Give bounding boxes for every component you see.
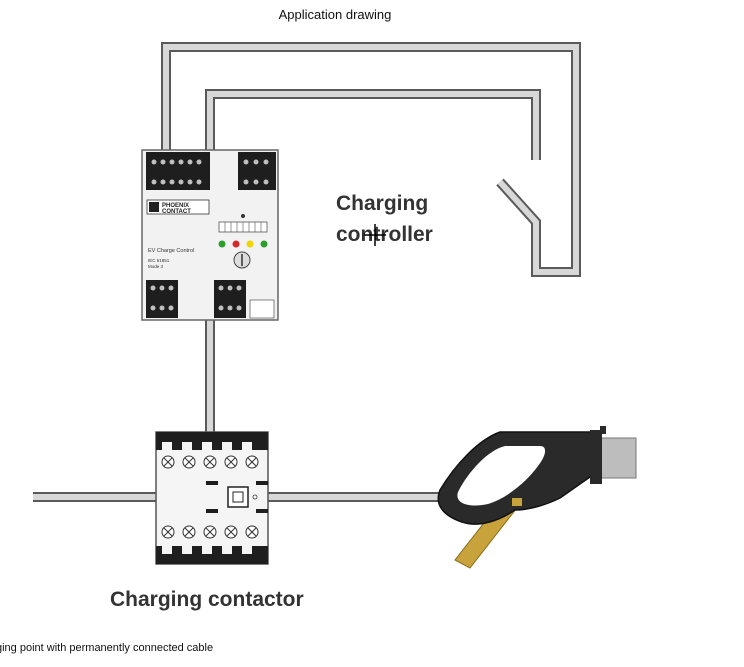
terminal-slot (249, 299, 275, 319)
device-mode: Mode 3 (148, 264, 164, 269)
control-cable-outer (161, 42, 581, 277)
plug-head (597, 437, 637, 479)
led-4 (260, 240, 268, 248)
figure-caption: ging point with permanently connected ca… (0, 642, 214, 654)
control-cable-inner (205, 89, 541, 160)
terminal-block-top-right (238, 152, 276, 190)
terminal-block-top-left (146, 152, 210, 190)
crosshair-cursor-icon (364, 224, 386, 246)
charging-contactor-label: Charging contactor (110, 588, 304, 611)
led-1 (218, 240, 226, 248)
page-title: Application drawing (278, 7, 392, 22)
led-2 (232, 240, 240, 248)
logo-text-2: CONTACT (162, 209, 191, 215)
charging-controller-label-line1: Charging (336, 192, 429, 215)
logo-text-1: PHOENIX (162, 203, 189, 209)
device-name: EV Charge Control (148, 248, 194, 254)
phoenix-logo (146, 199, 210, 215)
charging-contactor-device (155, 431, 269, 565)
charging-controller-device: PHOENIX CONTACT EV Charge Control IEC 61… (141, 149, 279, 321)
device-model: IEC 61851 (148, 258, 170, 263)
led-3 (246, 240, 254, 248)
charging-connector (437, 426, 637, 569)
